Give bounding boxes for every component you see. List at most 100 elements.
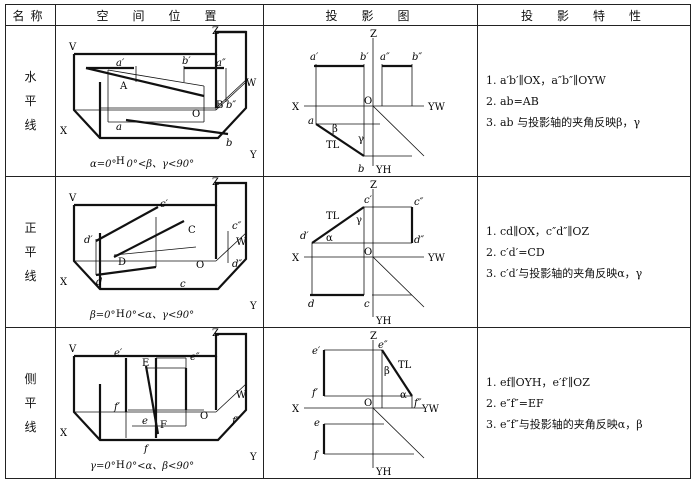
p-label-Y: Y	[249, 452, 257, 463]
projection-figure-frontal: Z X O YW YH c′ d′ c″ d″ c d α γ TL	[263, 176, 478, 328]
label-a-prime: a′	[116, 58, 125, 69]
property-3: 3. e″f″与投影轴的夹角反映α，β	[486, 417, 643, 431]
projection-diagram-frontal: Z X O YW YH c′ d′ c″ d″ c d α γ TL	[292, 180, 446, 327]
header-name: 名称	[5, 4, 56, 26]
label-W: W	[246, 78, 257, 89]
fp-label-YW: YW	[427, 253, 446, 264]
fp-label-d-dprime: d″	[414, 235, 424, 246]
projection-diagram-profile: Z X O YW YH e′ f′ e″ f″ e f β α TL	[292, 331, 440, 478]
property-2: 2. ab=AB	[486, 94, 539, 108]
label-b-prime: b′	[182, 56, 191, 67]
pp-label-YW: YW	[421, 404, 440, 415]
label-H: H	[116, 156, 125, 167]
fp-label-gamma: γ	[356, 215, 362, 226]
label-V: V	[68, 42, 77, 53]
projection-table: 名称 空 间 位 置 投 影 图 投 影 特 性 水平线	[5, 4, 691, 479]
f-label-D: D	[118, 257, 126, 268]
property-2: 2. c′d′=CD	[486, 245, 545, 259]
proj-label-X: X	[292, 102, 300, 113]
header-projection: 投 影 图	[263, 4, 478, 26]
fp-label-d: d	[308, 299, 314, 310]
label-A: A	[119, 81, 128, 92]
space-diagram-horizontal: V Z X O W H Y a′ b′ a″ b″ A B a b	[60, 26, 257, 167]
projection-figure-profile: Z X O YW YH e′ f′ e″ f″ e f β α TL	[263, 327, 478, 479]
fp-label-alpha: α	[326, 233, 333, 244]
pp-label-TL: TL	[398, 360, 412, 371]
pp-label-X: X	[292, 404, 300, 415]
f-label-H: H	[116, 309, 125, 320]
projection-figure-horizontal: Z X O YW YH a′ b′ a″ b″ a b β γ TL	[263, 25, 478, 177]
space-diagram-frontal: V Z X O W H Y c′ d′ c″ d″ C D c d	[60, 177, 257, 320]
row-horizontal-line: 水平线	[5, 25, 691, 177]
space-figure-frontal: V Z X O W H Y c′ d′ c″ d″ C D c d β=0° 0…	[55, 176, 264, 328]
pp-label-beta: β	[384, 366, 390, 377]
fp-label-YH: YH	[375, 316, 392, 327]
header-row: 名称 空 间 位 置 投 影 图 投 影 特 性	[5, 4, 691, 26]
proj-label-O: O	[364, 96, 372, 107]
p-label-e-dprime: e″	[190, 352, 200, 363]
proj-label-a-prime: a′	[310, 52, 319, 63]
pp-label-f: f	[313, 450, 320, 461]
fp-label-c-prime: c′	[364, 195, 373, 206]
property-3: 3. ab 与投影轴的夹角反映β，γ	[486, 115, 641, 129]
p-label-H: H	[116, 460, 125, 471]
proj-label-a: a	[308, 116, 314, 127]
proj-label-YW: YW	[427, 102, 446, 113]
label-X: X	[60, 126, 68, 137]
property-3: 3. c′d′与投影轴的夹角反映α，γ	[486, 266, 643, 280]
p-label-O: O	[200, 411, 208, 422]
p-label-e: e	[142, 416, 148, 427]
pp-label-f-dprime: f″	[413, 398, 422, 409]
p-label-V: V	[68, 344, 77, 355]
proj-label-beta: β	[332, 124, 338, 135]
pp-label-YH: YH	[375, 467, 392, 478]
row-frontal-line: 正平线	[5, 176, 691, 328]
fp-label-c: c	[364, 299, 370, 310]
p-label-f-prime: f′	[113, 402, 121, 413]
label-b-dprime: b″	[226, 100, 236, 111]
p-label-f: f	[143, 444, 150, 455]
fp-label-c-dprime: c″	[414, 197, 424, 208]
f-label-d-prime: d′	[84, 235, 93, 246]
property-1: 1. ef∥OYH，e′f′∥OZ	[486, 375, 590, 389]
fp-label-X: X	[292, 253, 300, 264]
fp-label-d-prime: d′	[300, 231, 309, 242]
proj-label-b-prime: b′	[360, 52, 369, 63]
p-label-f-dprime: f″	[231, 416, 240, 427]
f-label-C: C	[188, 225, 196, 236]
fp-label-O: O	[364, 247, 372, 258]
f-label-V: V	[68, 193, 77, 204]
label-b: b	[226, 138, 232, 149]
pp-label-alpha: α	[400, 390, 407, 401]
p-label-W: W	[236, 390, 247, 401]
f-label-d: d	[96, 277, 102, 288]
label-O: O	[192, 109, 200, 120]
pp-label-Z: Z	[370, 331, 377, 342]
proj-label-b-dprime: b″	[412, 52, 422, 63]
label-a: a	[116, 122, 122, 133]
properties-profile: 1. ef∥OYH，e′f′∥OZ 2. e″f″=EF 3. e″f″与投影轴…	[477, 327, 691, 479]
caption-profile: γ=0° 0°<α、β<90°	[90, 461, 195, 472]
proj-label-gamma: γ	[358, 134, 364, 145]
property-1: 1. cd∥OX，c″d″∥OZ	[486, 224, 590, 238]
label-a-dprime: a″	[216, 58, 226, 69]
label-B: B	[216, 100, 223, 111]
f-label-c-prime: c′	[160, 199, 169, 210]
header-properties: 投 影 特 性	[477, 4, 691, 26]
label-Z: Z	[212, 26, 219, 37]
p-label-E: E	[142, 358, 149, 369]
fp-label-Z: Z	[370, 180, 377, 191]
row-name-frontal: 正平线	[5, 176, 56, 328]
p-label-Z: Z	[212, 328, 219, 339]
pp-label-e-prime: e′	[312, 346, 321, 357]
properties-horizontal: 1. a′b′∥OX，a″b″∥OYW 2. ab=AB 3. ab 与投影轴的…	[477, 25, 691, 177]
space-figure-profile: V Z X O W H Y e′ f′ e″ f″ E F e f γ=0° 0…	[55, 327, 264, 479]
properties-frontal: 1. cd∥OX，c″d″∥OZ 2. c′d′=CD 3. c′d′与投影轴的…	[477, 176, 691, 328]
caption-frontal: β=0° 0°<α、γ<90°	[90, 310, 195, 321]
row-name-profile: 侧平线	[5, 327, 56, 479]
proj-label-TL: TL	[326, 140, 340, 151]
space-figure-horizontal: V Z X O W H Y a′ b′ a″ b″ A B a b α=0° 0…	[55, 25, 264, 177]
f-label-c-dprime: c″	[232, 221, 242, 232]
header-space: 空 间 位 置	[55, 4, 264, 26]
